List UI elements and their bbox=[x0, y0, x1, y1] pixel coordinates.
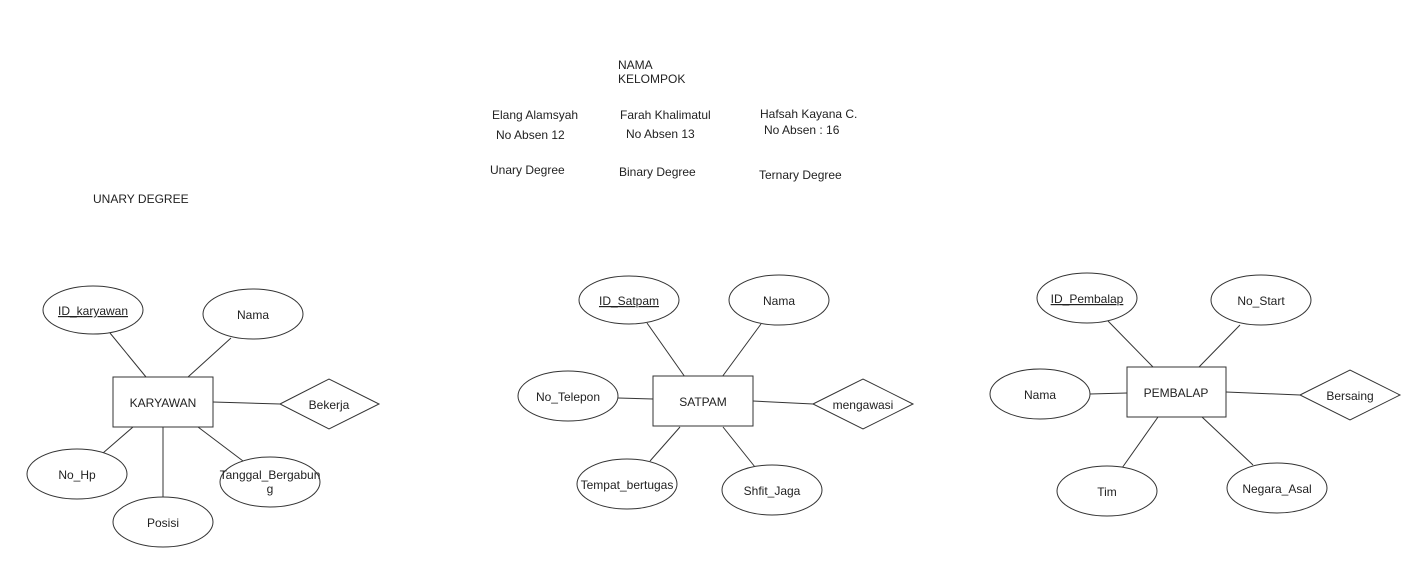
edge-relation bbox=[752, 400, 814, 405]
attribute-posisi: Posisi bbox=[147, 516, 179, 530]
entity-box bbox=[652, 375, 754, 427]
attribute-nama: Nama bbox=[237, 308, 269, 322]
relation-diamond bbox=[811, 378, 915, 430]
entity-box bbox=[112, 376, 214, 428]
edge-tanggal bbox=[197, 426, 244, 462]
member-3-degree: Ternary Degree bbox=[759, 168, 842, 182]
member-1-absen: No Absen 12 bbox=[496, 128, 565, 142]
edge-nama bbox=[187, 337, 232, 378]
member-1-degree: Unary Degree bbox=[490, 163, 565, 177]
edge-no-hp bbox=[102, 426, 134, 454]
group-title-line2: KELOMPOK bbox=[618, 72, 686, 86]
attribute-ellipse bbox=[26, 448, 128, 500]
edge-tempat bbox=[649, 426, 681, 462]
edge-relation bbox=[212, 401, 281, 405]
edge-relation bbox=[1225, 391, 1301, 396]
entity-pembalap: PEMBALAP bbox=[1144, 386, 1209, 400]
attribute-ellipse bbox=[219, 456, 321, 508]
edge-no-start bbox=[1198, 324, 1241, 368]
member-2-name: Farah Khalimatul bbox=[620, 108, 711, 122]
attribute-ellipse bbox=[517, 370, 619, 422]
attribute-ellipse bbox=[578, 275, 680, 325]
relation-bersaing: Bersaing bbox=[1326, 389, 1373, 403]
attribute-no-telepon: No_Telepon bbox=[536, 390, 600, 404]
attribute-tanggal-line1: Tanggal_Bergabun bbox=[220, 468, 321, 482]
attribute-ellipse bbox=[1056, 465, 1158, 517]
group-title-line1: NAMA bbox=[618, 58, 653, 72]
attribute-no-start: No_Start bbox=[1237, 294, 1285, 308]
attribute-ellipse bbox=[112, 496, 214, 548]
attribute-ellipse bbox=[1036, 272, 1138, 324]
attribute-ellipse bbox=[989, 368, 1091, 420]
entity-karyawan: KARYAWAN bbox=[130, 396, 197, 410]
section-label: UNARY DEGREE bbox=[93, 192, 189, 206]
edge-negara bbox=[1201, 416, 1254, 466]
attribute-id-pembalap: ID_Pembalap bbox=[1051, 292, 1124, 306]
edge-nama bbox=[1089, 392, 1128, 395]
edge-tim bbox=[1121, 416, 1159, 469]
attribute-ellipse bbox=[728, 274, 830, 326]
attribute-ellipse bbox=[576, 458, 678, 510]
attribute-tim: Tim bbox=[1097, 485, 1117, 499]
attribute-nama: Nama bbox=[1024, 388, 1056, 402]
attribute-tanggal-line2: g bbox=[267, 482, 274, 496]
attribute-shift-jaga: Shfit_Jaga bbox=[744, 484, 801, 498]
edge-no-telepon bbox=[617, 397, 654, 400]
attribute-ellipse bbox=[721, 464, 823, 516]
entity-box bbox=[1126, 366, 1227, 418]
member-3-absen: No Absen : 16 bbox=[764, 123, 840, 137]
relation-bekerja: Bekerja bbox=[309, 398, 350, 412]
relation-diamond bbox=[1298, 369, 1402, 421]
diagram-pembalap: ID_Pembalap No_Start Nama PEMBALAP Bersa… bbox=[989, 272, 1402, 517]
attribute-nama: Nama bbox=[763, 294, 795, 308]
relation-mengawasi: mengawasi bbox=[833, 398, 894, 412]
member-3-name: Hafsah Kayana C. bbox=[760, 107, 858, 121]
group-title: NAMA KELOMPOK bbox=[618, 58, 685, 86]
edge-nama bbox=[721, 323, 762, 378]
entity-satpam: SATPAM bbox=[679, 395, 727, 409]
relation-diamond bbox=[278, 378, 381, 430]
attribute-no-hp: No_Hp bbox=[58, 468, 96, 482]
attribute-tempat-bertugas: Tempat_bertugas bbox=[581, 478, 674, 492]
member-2-degree: Binary Degree bbox=[619, 165, 696, 179]
member-2-absen: No Absen 13 bbox=[626, 127, 695, 141]
diagram-karyawan: ID_karyawan Nama KARYAWAN Bekerja No_Hp … bbox=[26, 285, 381, 548]
attribute-id-karyawan: ID_karyawan bbox=[58, 304, 128, 318]
attribute-ellipse bbox=[1226, 462, 1328, 514]
member-1-name: Elang Alamsyah bbox=[492, 108, 579, 122]
attribute-id-satpam: ID_Satpam bbox=[599, 294, 659, 308]
edge-id-pembalap bbox=[1107, 320, 1154, 368]
diagram-satpam: ID_Satpam Nama No_Telepon SATPAM mengawa… bbox=[517, 274, 915, 516]
attribute-ellipse bbox=[1210, 274, 1312, 326]
edge-id-satpam bbox=[646, 322, 686, 378]
attribute-ellipse bbox=[202, 288, 304, 340]
edge-shift bbox=[722, 426, 756, 468]
attribute-negara-asal: Negara_Asal bbox=[1242, 482, 1311, 496]
attribute-ellipse bbox=[42, 285, 144, 335]
edge-id-karyawan bbox=[109, 332, 147, 378]
